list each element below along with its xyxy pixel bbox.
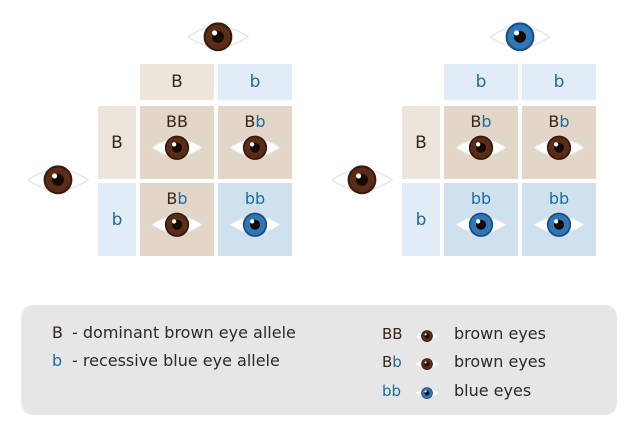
genotype-label: BB bbox=[166, 112, 188, 131]
blue-eye-icon bbox=[454, 208, 508, 246]
right-cell-r1c1: Bb bbox=[444, 106, 518, 179]
legend-blue-eye-icon bbox=[414, 385, 440, 405]
left-cell-r2c1: Bb bbox=[140, 183, 214, 256]
brown-eye-icon bbox=[150, 131, 204, 169]
legend-recessive-text: recessive blue eye allele bbox=[82, 351, 280, 370]
legend-recessive-row: b- recessive blue eye allele bbox=[52, 351, 280, 370]
legend-dominant-text: dominant brown eye allele bbox=[82, 323, 296, 342]
genotype-label: bb bbox=[244, 189, 266, 208]
legend-dominant-dash: - bbox=[72, 323, 78, 342]
brown-eye-icon bbox=[228, 131, 282, 169]
legend-brown-eye-icon bbox=[414, 328, 440, 348]
genotype-label: Bb bbox=[470, 112, 492, 131]
brown-eye-icon bbox=[532, 131, 586, 169]
left-col-header-2: b bbox=[218, 64, 292, 100]
right-row-header-1: B bbox=[402, 106, 440, 179]
left-col-header-1: B bbox=[140, 64, 214, 100]
legend-dominant-row: B- dominant brown eye allele bbox=[52, 323, 296, 342]
legend-recessive-symbol: b bbox=[52, 351, 63, 370]
legend-recessive-dash: - bbox=[72, 351, 78, 370]
right-col-header-1: b bbox=[444, 64, 518, 100]
right-row-header-2: b bbox=[402, 183, 440, 256]
left-cell-r1c1: BB bbox=[140, 106, 214, 179]
legend-phenotype-text-2: brown eyes bbox=[454, 352, 546, 371]
right-cell-r2c1: bb bbox=[444, 183, 518, 256]
right-cell-r1c2: Bb bbox=[522, 106, 596, 179]
parent-top-brown-eye-icon bbox=[186, 17, 250, 61]
legend-phenotype-text-1: brown eyes bbox=[454, 324, 546, 343]
parent-top-blue-eye-icon bbox=[488, 17, 552, 61]
legend-genotype-bb: bb bbox=[382, 382, 402, 400]
blue-eye-icon bbox=[532, 208, 586, 246]
parent-left-brown-eye-icon bbox=[26, 160, 90, 204]
legend-genotype-BB: BB bbox=[382, 325, 403, 343]
blue-eye-icon bbox=[228, 208, 282, 246]
left-cell-r2c2: bb bbox=[218, 183, 292, 256]
genotype-label: bb bbox=[548, 189, 570, 208]
left-cell-r1c2: Bb bbox=[218, 106, 292, 179]
genotype-label: bb bbox=[470, 189, 492, 208]
left-row-header-1: B bbox=[98, 106, 136, 179]
right-cell-r2c2: bb bbox=[522, 183, 596, 256]
right-col-header-2: b bbox=[522, 64, 596, 100]
legend-brown-eye-icon bbox=[414, 356, 440, 376]
left-row-header-2: b bbox=[98, 183, 136, 256]
genotype-label: Bb bbox=[166, 189, 188, 208]
parent-left-brown-eye-icon bbox=[330, 160, 394, 204]
legend-dominant-symbol: B bbox=[52, 323, 63, 342]
genotype-label: Bb bbox=[244, 112, 266, 131]
brown-eye-icon bbox=[454, 131, 508, 169]
brown-eye-icon bbox=[150, 208, 204, 246]
legend-phenotype-text-3: blue eyes bbox=[454, 381, 532, 400]
genotype-label: Bb bbox=[548, 112, 570, 131]
legend-panel: B- dominant brown eye allele b- recessiv… bbox=[21, 305, 617, 415]
legend-genotype-Bb: Bb bbox=[382, 353, 402, 371]
